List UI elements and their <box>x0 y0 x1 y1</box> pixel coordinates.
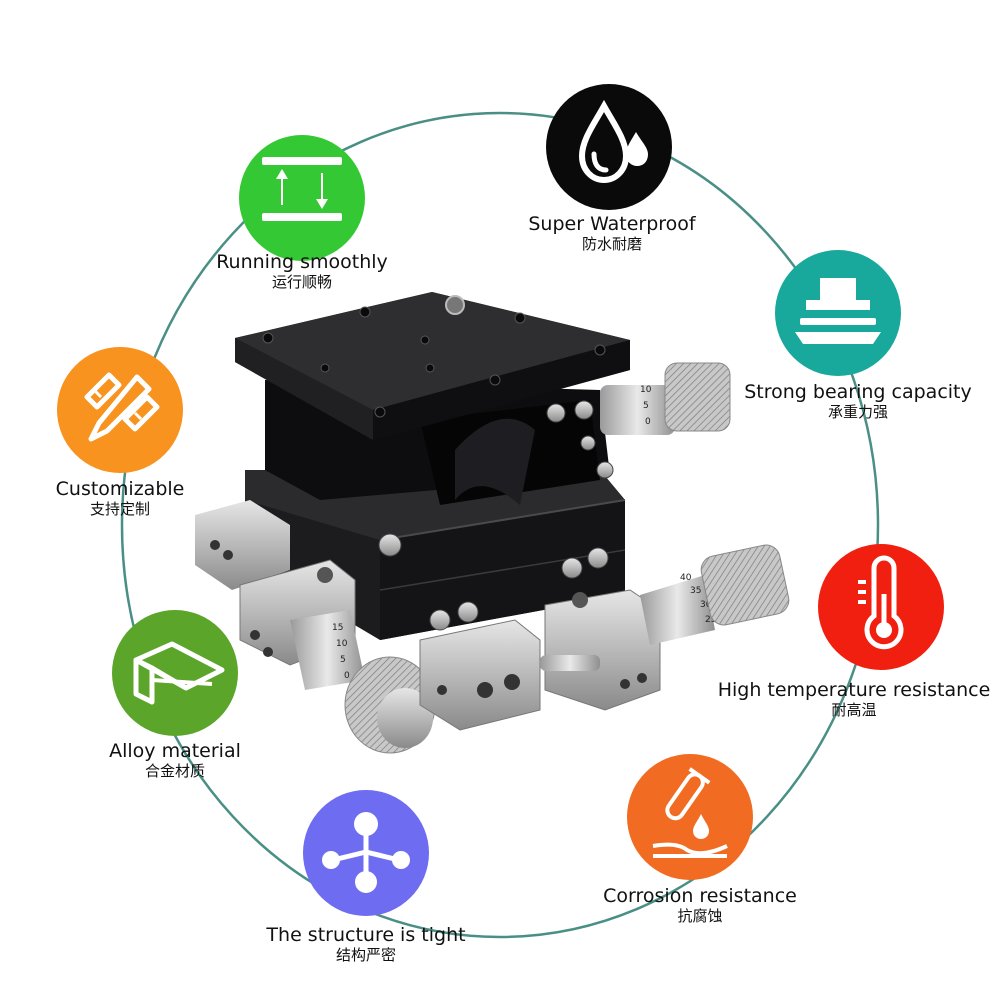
load-platform-icon <box>795 278 881 344</box>
feature-subtitle: 耐高温 <box>831 701 877 719</box>
feature-subtitle: 防水耐磨 <box>581 235 642 253</box>
feature-title: Super Waterproof <box>528 213 696 235</box>
micrometer-right-tick: 35 <box>690 586 701 596</box>
feature-title: Strong bearing capacity <box>744 381 972 403</box>
feature-title: The structure is tight <box>266 924 466 946</box>
micrometer-left-tick: 0 <box>344 671 350 681</box>
feature-subtitle: 抗腐蚀 <box>677 907 723 925</box>
thermometer-icon <box>858 555 904 650</box>
high-temperature-label: High temperature resistance 耐高温 <box>714 679 994 720</box>
customizable-label: Customizable 支持定制 <box>40 478 200 519</box>
strong-bearing-badge <box>775 250 901 376</box>
micrometer-right-tick: 30 <box>700 600 712 610</box>
customizable-badge <box>57 347 183 473</box>
pencil-ruler-icon <box>84 372 160 442</box>
feature-title: High temperature resistance <box>717 679 991 701</box>
micrometer-left-tick: 15 <box>332 623 343 633</box>
molecule-icon <box>322 812 410 893</box>
feature-subtitle: 运行顺畅 <box>271 273 332 291</box>
super-waterproof-label: Super Waterproof 防水耐磨 <box>512 213 712 254</box>
corrosion-resistance-label: Corrosion resistance 抗腐蚀 <box>590 885 810 926</box>
structure-tight-badge <box>303 790 429 916</box>
up-down-arrows-icon <box>262 157 342 221</box>
micrometer-left-tick: 10 <box>336 639 348 649</box>
micrometer-right-tick: 25 <box>705 615 716 625</box>
micrometer-top-tick: 10 <box>640 385 652 395</box>
high-temperature-badge <box>818 544 944 670</box>
feature-subtitle: 承重力强 <box>827 403 888 421</box>
micrometer-top-tick: 5 <box>643 401 649 411</box>
feature-subtitle: 支持定制 <box>89 500 150 518</box>
strong-bearing-label: Strong bearing capacity 承重力强 <box>738 381 978 422</box>
feature-title: Customizable <box>55 478 185 500</box>
feature-title: Corrosion resistance <box>603 885 797 907</box>
running-smoothly-badge <box>239 135 365 261</box>
running-smoothly-label: Running smoothly 运行顺畅 <box>207 251 397 292</box>
feature-title: Running smoothly <box>216 251 388 273</box>
feature-subtitle: 结构严密 <box>335 946 396 964</box>
alloy-material-label: Alloy material 合金材质 <box>95 740 255 781</box>
angle-profile-icon <box>133 641 225 705</box>
super-waterproof-badge <box>546 84 672 210</box>
feature-subtitle: 合金材质 <box>144 762 205 780</box>
test-tube-drop-icon <box>652 767 728 858</box>
water-drops-icon <box>578 99 648 184</box>
micrometer-top-tick: 0 <box>645 417 651 427</box>
micrometer-right-tick: 40 <box>680 573 692 583</box>
micrometer-left-tick: 5 <box>340 655 346 665</box>
alloy-material-badge <box>112 610 238 736</box>
structure-tight-label: The structure is tight 结构严密 <box>256 924 476 965</box>
feature-title: Alloy material <box>109 740 241 762</box>
corrosion-resistance-badge <box>627 754 753 880</box>
